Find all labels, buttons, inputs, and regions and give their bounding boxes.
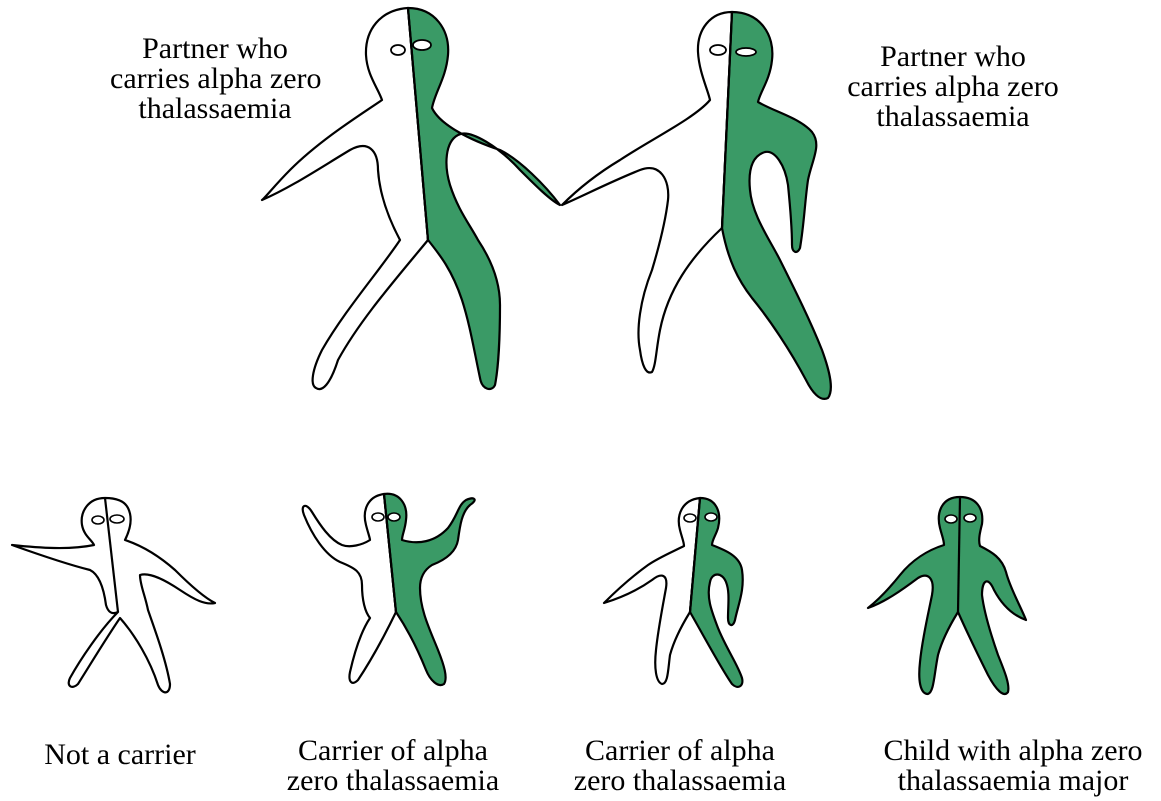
- child-3-white-half: [604, 498, 700, 684]
- child-3-label-line: Carrier of alpha: [555, 736, 805, 766]
- parent-right-label-line: thalassaemia: [838, 102, 1068, 132]
- parent-right-white-half: [562, 12, 732, 373]
- child-figure-4: [868, 497, 1026, 694]
- parent-left-label-line: carries alpha zero: [110, 64, 320, 94]
- child-4-body: [868, 497, 1026, 694]
- parent-right-green-half: [722, 12, 831, 399]
- child-1-label-line: Not a carrier: [20, 740, 220, 770]
- parent-right-label-line: carries alpha zero: [838, 72, 1068, 102]
- child-figure-3: [604, 498, 743, 687]
- child-1-label: Not a carrier: [20, 740, 220, 770]
- parent-left-label: Partner who carries alpha zero thalassae…: [110, 34, 320, 124]
- child-3-label: Carrier of alpha zero thalassaemia: [555, 736, 805, 796]
- child-2-label-line: Carrier of alpha: [268, 736, 518, 766]
- parent-figure-right: [562, 12, 831, 399]
- parent-left-green-half: [408, 8, 560, 389]
- parent-left-label-line: Partner who: [110, 34, 320, 64]
- child-4-label-line: thalassaemia major: [868, 766, 1158, 796]
- child-3-label-line: zero thalassaemia: [555, 766, 805, 796]
- child-2-white-half: [303, 494, 396, 683]
- child-figure-2: [303, 494, 475, 685]
- child-2-label-line: zero thalassaemia: [268, 766, 518, 796]
- parent-left-label-line: thalassaemia: [110, 94, 320, 124]
- parent-right-label-line: Partner who: [838, 42, 1068, 72]
- child-2-label: Carrier of alpha zero thalassaemia: [268, 736, 518, 796]
- child-4-label-line: Child with alpha zero: [868, 736, 1158, 766]
- child-1-body: [12, 498, 215, 692]
- parent-right-label: Partner who carries alpha zero thalassae…: [838, 42, 1068, 132]
- child-2-green-half: [384, 494, 475, 685]
- child-figure-1: [12, 498, 215, 692]
- child-4-label: Child with alpha zero thalassaemia major: [868, 736, 1158, 796]
